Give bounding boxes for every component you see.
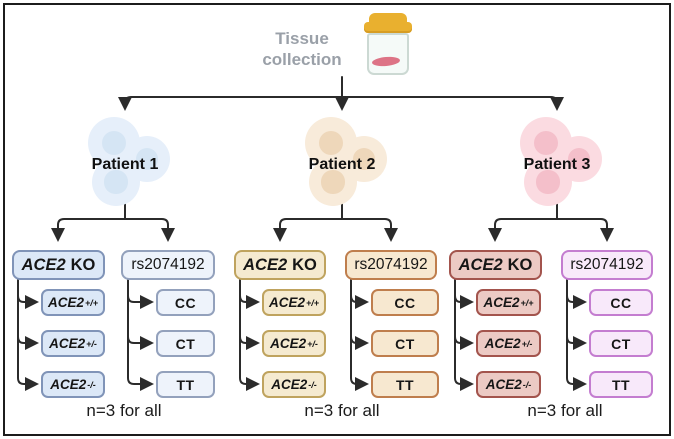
gene-name: ACE2 <box>458 255 503 274</box>
patient3-snp-ct: CT <box>589 330 653 357</box>
patient2-snp-cc: CC <box>371 289 439 316</box>
cell-nucleus <box>101 130 127 156</box>
cells-icon <box>309 158 357 206</box>
ko-suffix: KO <box>70 255 96 274</box>
patient2-snp-tt: TT <box>371 371 439 398</box>
patient1-label: Patient 1 <box>91 156 159 173</box>
cells-icon <box>556 136 602 182</box>
patient2-genotype-wt: ACE2+/+ <box>262 289 326 316</box>
cells-icon <box>524 158 572 206</box>
patient1-genotype-ko: ACE2-/- <box>41 371 105 398</box>
patient2-label: Patient 2 <box>308 156 376 173</box>
cell-nucleus <box>533 130 559 156</box>
gene-name: ACE2 <box>483 295 520 310</box>
title-line-2: collection <box>262 50 342 69</box>
patient3-n-note: n=3 for all <box>527 401 603 420</box>
patient2-n-note: n=3 for all <box>304 401 380 420</box>
patient2-rs2074192-header: rs2074192 <box>345 250 437 280</box>
title-line-1: Tissue <box>275 29 329 48</box>
cell-nucleus <box>135 147 159 171</box>
gene-name: ACE2 <box>270 336 307 351</box>
patient3-rs2074192-header: rs2074192 <box>561 250 653 280</box>
patient2-snp-ct: CT <box>371 330 439 357</box>
ko-suffix: KO <box>292 255 317 274</box>
cell-nucleus <box>318 130 344 156</box>
patient1-snp-ct: CT <box>156 330 215 357</box>
patient1-snp-cc: CC <box>156 289 215 316</box>
gene-name: ACE2 <box>485 377 522 392</box>
cells-icon <box>341 136 387 182</box>
patient3-genotype-ko: ACE2-/- <box>476 371 541 398</box>
ko-suffix: KO <box>507 255 533 274</box>
patient3-label: Patient 3 <box>523 156 591 173</box>
patient1-genotype-wt: ACE2+/+ <box>41 289 105 316</box>
gene-name: ACE2 <box>47 295 84 310</box>
patient1-genotype-het: ACE2+/- <box>41 330 105 357</box>
patient3-genotype-het: ACE2+/- <box>476 330 541 357</box>
gene-name: ACE2 <box>484 336 521 351</box>
patient1-rs2074192-header: rs2074192 <box>121 250 215 280</box>
gene-name: ACE2 <box>243 255 288 274</box>
jar-lid-rim <box>364 22 412 33</box>
patient1-n-note: n=3 for all <box>86 401 162 420</box>
gene-name: ACE2 <box>271 377 308 392</box>
cell-nucleus <box>567 147 591 171</box>
cell-nucleus <box>104 170 128 194</box>
patient3-snp-cc: CC <box>589 289 653 316</box>
cells-icon <box>92 158 140 206</box>
patient2-genotype-ko: ACE2-/- <box>262 371 326 398</box>
gene-name: ACE2 <box>49 336 86 351</box>
page-title: Tissue collection <box>248 28 356 70</box>
gene-name: ACE2 <box>50 377 87 392</box>
figure-border <box>3 3 671 436</box>
patient3-genotype-wt: ACE2+/+ <box>476 289 541 316</box>
gene-name: ACE2 <box>21 255 66 274</box>
jar-body <box>367 33 409 75</box>
cell-nucleus <box>352 147 376 171</box>
cell-nucleus <box>321 170 345 194</box>
specimen-jar-icon <box>364 13 412 75</box>
gene-name: ACE2 <box>268 295 305 310</box>
cell-nucleus <box>536 170 560 194</box>
patient3-snp-tt: TT <box>589 371 653 398</box>
patient2-genotype-het: ACE2+/- <box>262 330 326 357</box>
patient1-snp-tt: TT <box>156 371 215 398</box>
